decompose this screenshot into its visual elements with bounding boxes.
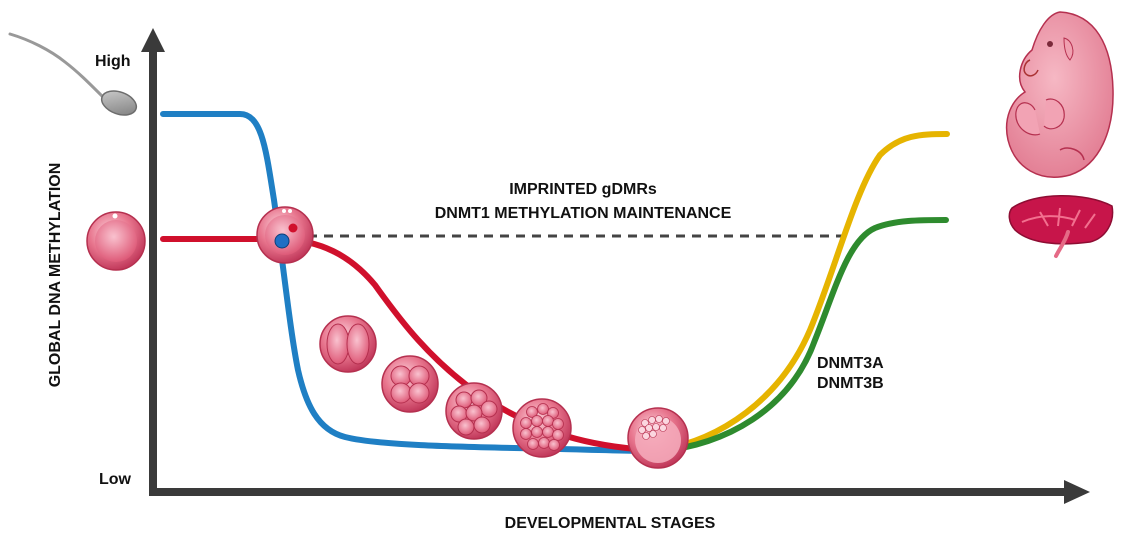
x-axis [149,480,1090,504]
sperm-icon [8,32,138,116]
dnmt3b-label: DNMT3B [817,375,884,392]
embryonic-methylation-curve [657,131,950,453]
y-axis [141,28,165,492]
extraembryonic-methylation-curve [657,217,949,454]
dnmt3a-label: DNMT3A [817,355,884,372]
placenta-icon [1008,195,1114,258]
y-high-label: High [95,53,131,70]
oocyte-icon [86,211,146,271]
x-axis-title: DEVELOPMENTAL STAGES [505,515,716,532]
imprinted-label: IMPRINTED gDMRs [509,181,657,198]
maintenance-label: DNMT1 METHYLATION MAINTENANCE [435,205,732,222]
y-axis-title: GLOBAL DNA METHYLATION [47,163,64,388]
blastocyst-icon [627,407,689,469]
four-cell-embryo-icon [381,355,439,413]
two-cell-embryo-icon [319,315,377,373]
morula-icon [512,398,572,458]
y-low-label: Low [99,471,132,488]
zygote-icon [256,206,314,264]
eight-cell-embryo-icon [445,382,503,440]
fetus-icon [1005,11,1114,178]
maternal-methylation-curve [160,236,653,453]
